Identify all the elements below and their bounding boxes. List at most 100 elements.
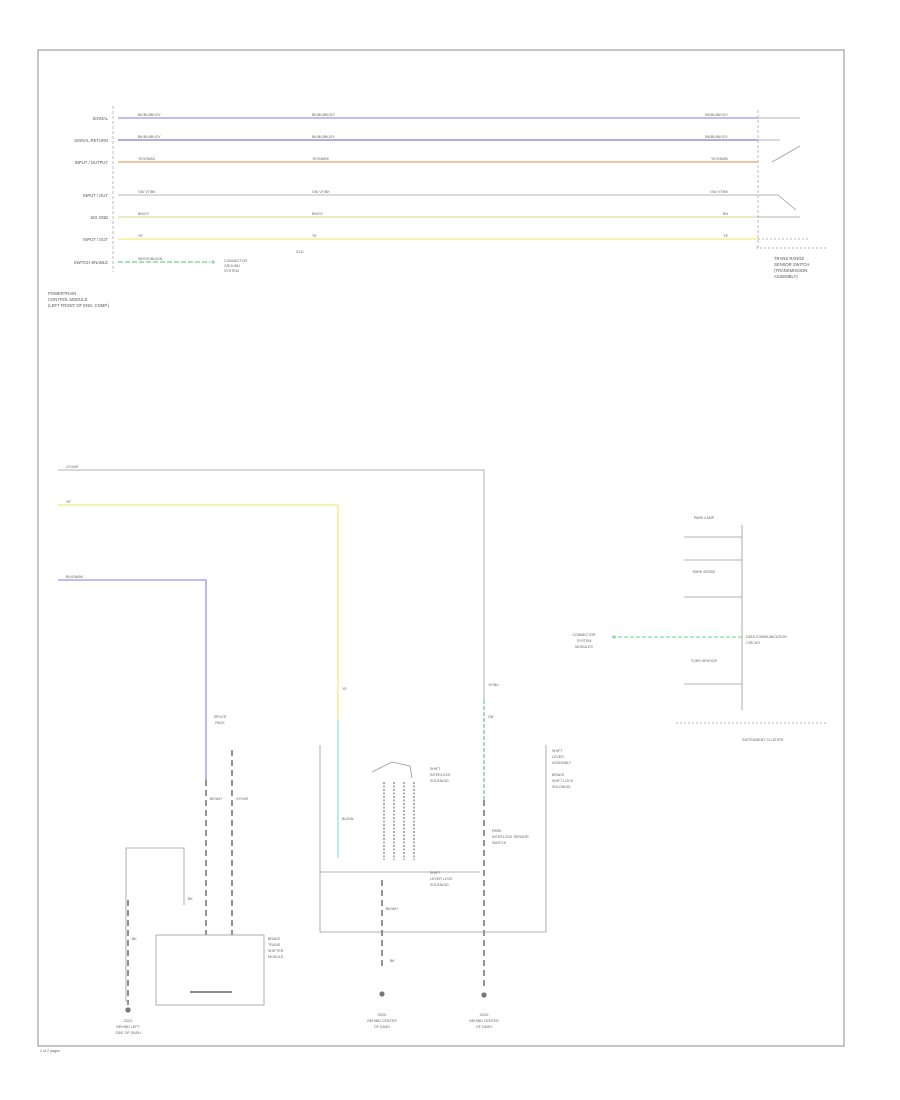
park-switch-label: PARK [492,829,502,833]
box-outline [125,847,185,1002]
wire-code: BK [188,897,193,901]
brake-shifter-box: BRAKE TRANS SHIFTER MODULE [125,847,284,1013]
center-ground: G200 BEHIND CENTER OF DASH [367,880,397,1029]
ground-ref-text: SYSTEM [224,269,239,273]
circuit-code: WH/YE/BU/GN [138,257,163,261]
circuit-codes-right: BK/BU/BK/GY BK/BU/BK/GY YE/GN/BK GN/ VT/… [705,113,728,238]
circuit-code: BN/GY [138,212,150,216]
switch-contact [777,194,797,211]
wire-code: BK/WH [210,797,222,801]
ground-label-line: BEHIND LEFT [116,1025,140,1029]
pin-label: SIGNAL RETURN [74,138,108,143]
cluster-connector-label: CIRCUIT [746,641,761,645]
shifter-label: SHIFT [430,871,441,875]
wire-code: BK [132,937,137,941]
solenoid-coils [383,782,415,860]
ground-ref-text: GROUND [224,264,240,268]
module-label-line: (LEFT FRONT OF ENG. COMP.) [48,303,110,308]
shift-lever-assembly: SHIFT INTERLOCK SOLENOID SHIFT LEVER LOC… [319,745,574,933]
shifter-label: SOLENOID [430,883,449,887]
module-label-line: SENSOR SWITCH [774,262,809,267]
right-ground: G200 BEHIND CENTER OF DASH [469,992,499,1029]
bu-gn-bk-circuit: BU/GN/BK [58,575,233,935]
cluster-connector-dot [612,635,616,639]
connector-ground-ref: CONNECTOR GROUND SYSTEM S111 [211,250,304,273]
cluster-connector-label: DATA COMMUNICATION [746,635,787,639]
ground-label-line: BEHIND CENTER [367,1019,397,1023]
circuit-code: GN/ VT/BK [138,190,156,194]
circuit-codes-left: BK/BU/BK/GY BK/BU/BK/GY YE/GN/BK GN/ VT/… [138,113,163,261]
wire-code: YE/BU [488,683,499,687]
wire-code: BU/GN [342,817,354,821]
ground-terminal [125,1007,131,1013]
switch-label-line: TRANS [268,943,281,947]
cluster-pin-label: PARK LAMP [694,516,715,520]
switch-label-line: MODULE [268,955,284,959]
diagram-frame [37,49,845,1047]
park-switch-label: SWITCH [492,841,507,845]
ground-label-line: OF DASH [476,1025,492,1029]
pcm-label: POWERTRAIN CONTROL MODULE (LEFT FRONT OF… [48,291,110,308]
circuit-code: GN/ VT/BK [710,190,728,194]
circuit-code: YE [138,234,143,238]
wire-label: YE [66,500,71,504]
circuit-code: YE/GN/BK [711,157,729,161]
ground-label-line: OF DASH [374,1025,390,1029]
shift-lock-label: SOLENOID [430,779,449,783]
switch-contact [771,145,801,163]
page-reference: 2 of 2 pages [40,1049,60,1053]
shift-lock-label: INTERLOCK [430,773,451,777]
ground-label-line: SIDE OF DASH [115,1031,141,1035]
ground-label-line: G200 [480,1013,489,1017]
wire-ye [58,504,339,720]
module-label-line: ASSEMBLY) [774,274,798,279]
wire-gy-wh [58,469,485,700]
right-module-label: BRAKE [552,773,565,777]
circuit-code: YE/GN/BK [138,157,156,161]
assembly-label: ASSEMBLY [552,761,572,765]
top-wire-bundle [118,117,758,263]
right-module-label: SHIFT LOCK [552,779,574,783]
ground-ref-text: CONNECTOR [224,259,247,263]
park-switch-label: INTERLOCK SENSOR [492,835,529,839]
ground-label-line: G200 [378,1013,387,1017]
wire-code: GN [488,715,494,719]
pin-label: SIGNAL [93,116,109,121]
pin-labels: SIGNAL SIGNAL RETURN INPUT / OUTPUT INPU… [74,116,109,265]
assembly-outline [319,745,547,933]
circuit-code: YE [312,234,317,238]
module-label-line: CONTROL MODULE [48,297,88,302]
wire-label: BU/GN/BK [66,575,84,579]
circuit-code: BN/GY [312,212,324,216]
circuit-code: BN [723,212,728,216]
wire-code: YE [342,687,347,691]
ground-terminal [379,991,385,997]
trans-range-sensor-label: TRANS RANGE SENSOR SWITCH (TRANSMISSION … [774,256,809,279]
circuit-code: BK/BU/BK/GY [705,113,728,117]
shifter-label: LEVER LOCK [430,877,453,881]
cluster-pin-label: PARK SENSE [693,570,716,574]
lever-symbol [371,761,413,779]
trans-range-switch-symbol [756,117,826,249]
splice-pack-text: SPLICE [214,715,227,719]
cluster-ground-ref: SYSTEM [577,639,592,643]
ye-circuit: YE [58,500,339,858]
pin-label: INPUT / OUTPUT [75,160,109,165]
module-label-line: (TRANSMISSION [774,268,807,273]
assembly-label: LEVER [552,755,564,759]
cluster-label: INSTRUMENT CLUSTER [742,738,784,742]
circuit-code: BK/BU/BK/GY [312,113,335,117]
assembly-label: SHIFT [552,749,563,753]
wire-bu-gn-bk [58,579,207,780]
ground-g201-label: G201 BEHIND LEFT SIDE OF DASH [115,1019,141,1035]
ground-terminal [481,992,487,998]
pin-label: INPUT / OUT [83,193,108,198]
switch-label-line: SHIFTER [268,949,284,953]
instrument-cluster: PARK LAMP PARK SENSE TURN SENSOR DATA CO… [572,516,826,742]
shift-lock-label: SHIFT [430,767,441,771]
cluster-pin-label: TURN SENSOR [691,659,718,663]
splice-dot [211,260,215,264]
circuit-code: BK/BU/BK/GY [138,135,161,139]
wire-label: GY/WH [66,465,79,469]
pin-label: INPUT / OUT [83,237,108,242]
